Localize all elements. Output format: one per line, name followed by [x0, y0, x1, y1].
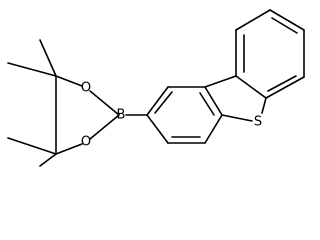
- bond-b-o-top: [89, 90, 120, 116]
- ring-a-double-2: [199, 92, 215, 116]
- ring-c-double-3: [267, 75, 297, 92]
- thiophene-bond-1: [204, 75, 237, 88]
- benzene-ring-a: [146, 86, 223, 144]
- molecule-structure-diagram: O B O S: [7, 9, 305, 167]
- benzene-ring-c: [235, 9, 305, 99]
- atom-labels: O B O S: [81, 81, 262, 150]
- bond-methyl-4: [39, 153, 57, 167]
- thiophene-bond-2: [235, 75, 267, 99]
- thiophene-bond-3: [261, 97, 267, 114]
- bond-methyl-1: [39, 39, 57, 77]
- ring-c-bond-5: [265, 76, 305, 99]
- thiophene-bond-4: [221, 114, 253, 122]
- atom-label-sulfur: S: [254, 115, 262, 130]
- ring-a-bond-6: [146, 114, 169, 144]
- bond-o-bottom-c: [55, 143, 83, 155]
- thiophene-ring: [204, 75, 267, 122]
- methyl-groups: [7, 39, 57, 167]
- atom-label-oxygen-bottom: O: [81, 135, 91, 150]
- bond-methyl-3: [7, 137, 57, 155]
- bond-methyl-2: [7, 62, 57, 77]
- ring-a-bond-4: [204, 114, 223, 144]
- dioxaborolane-ring: [55, 75, 120, 155]
- bond-b-o-bottom: [89, 114, 120, 140]
- ring-a-bond-3: [204, 86, 223, 116]
- bond-o-top-c: [55, 75, 83, 87]
- ring-a-bond-1: [146, 86, 169, 116]
- atom-label-boron: B: [117, 108, 126, 123]
- ring-c-bond-3: [269, 9, 305, 31]
- ring-a-double-1: [154, 91, 173, 114]
- ring-c-double-2: [271, 17, 298, 34]
- ring-c-bond-2: [235, 9, 271, 31]
- atom-label-oxygen-top: O: [81, 81, 91, 96]
